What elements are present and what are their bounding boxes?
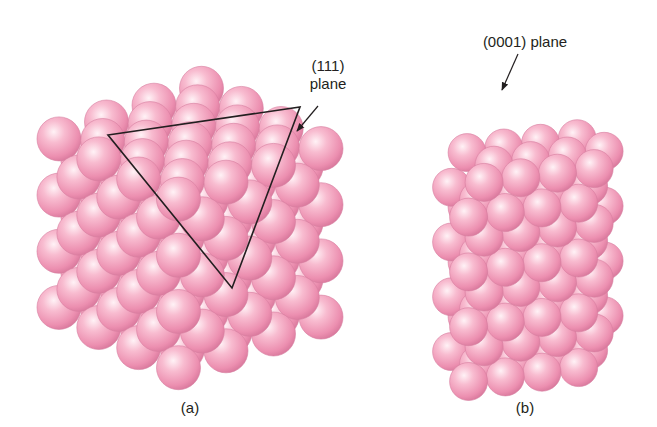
atom-sphere: [157, 177, 201, 221]
atom-sphere: [465, 163, 503, 201]
fcc-packing: [37, 66, 343, 389]
atom-sphere: [450, 198, 488, 236]
atom-sphere: [539, 154, 577, 192]
hcp-packing: [433, 120, 623, 401]
atom-sphere: [450, 363, 488, 401]
atom-sphere: [157, 346, 201, 390]
plane-label: (111) plane: [300, 57, 356, 93]
leader-line: [297, 106, 318, 131]
atom-sphere: [502, 159, 540, 197]
plane-outline: [108, 107, 300, 288]
atom-sphere: [575, 150, 613, 188]
plane-label: (0001) plane: [470, 33, 580, 51]
atom-sphere: [157, 290, 201, 334]
atom-sphere: [117, 157, 161, 201]
part-label: (a): [170, 399, 210, 417]
part-label: (b): [505, 399, 545, 417]
atom-sphere: [450, 308, 488, 346]
atom-sphere: [450, 253, 488, 291]
atom-sphere: [252, 143, 296, 187]
leader-line: [502, 54, 518, 90]
atom-sphere: [37, 117, 81, 161]
atom-sphere: [299, 127, 343, 171]
atom-sphere: [204, 160, 248, 204]
